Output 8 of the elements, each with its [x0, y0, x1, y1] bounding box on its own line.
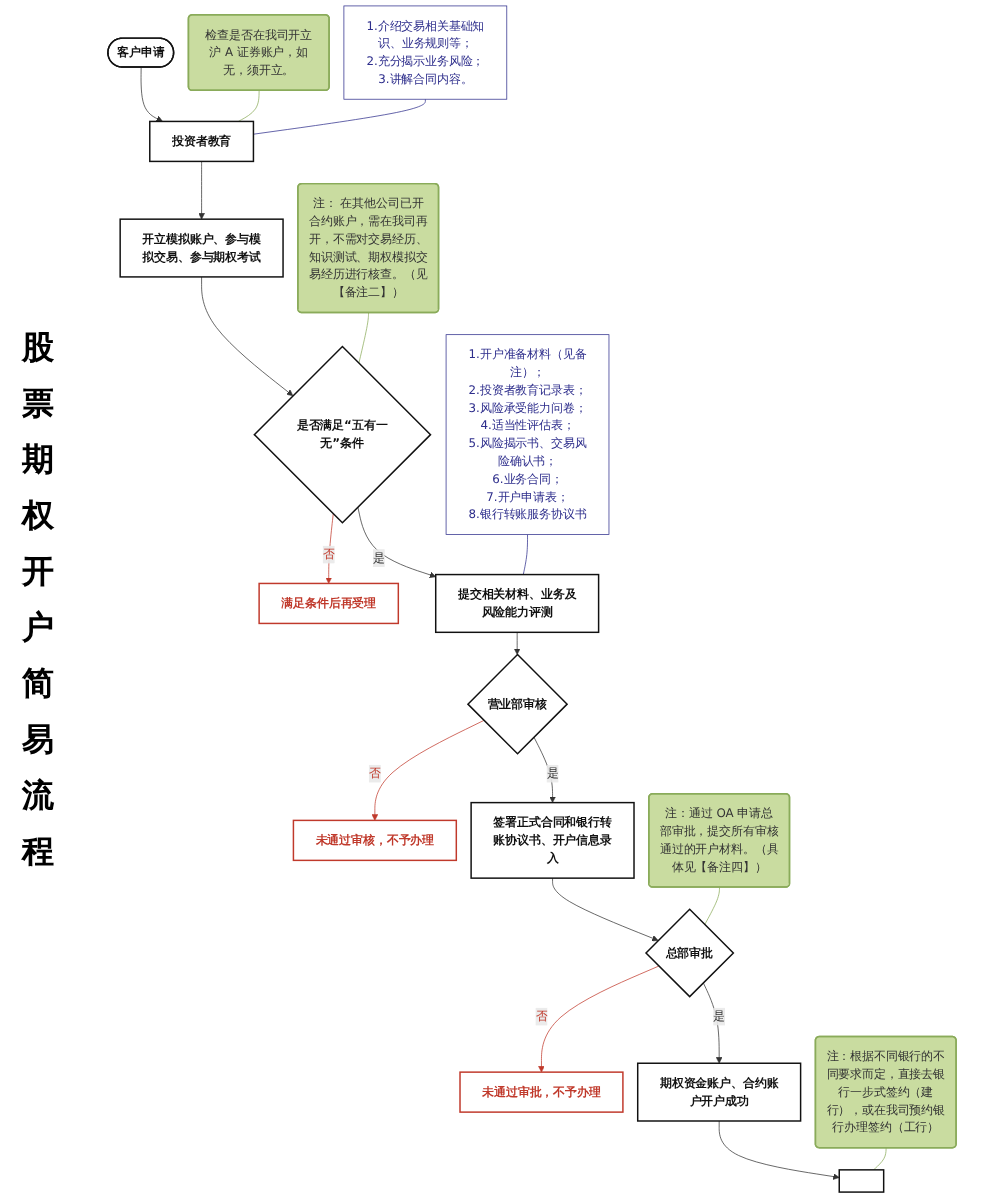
diagram-title: 股票期权开户简易流程: [20, 325, 56, 873]
connector: [522, 534, 528, 575]
connector: [358, 312, 369, 364]
connector: [253, 98, 426, 135]
process-box: [838, 1169, 885, 1193]
connector: [873, 1147, 887, 1171]
connector: [237, 90, 260, 122]
connector: [704, 887, 720, 925]
